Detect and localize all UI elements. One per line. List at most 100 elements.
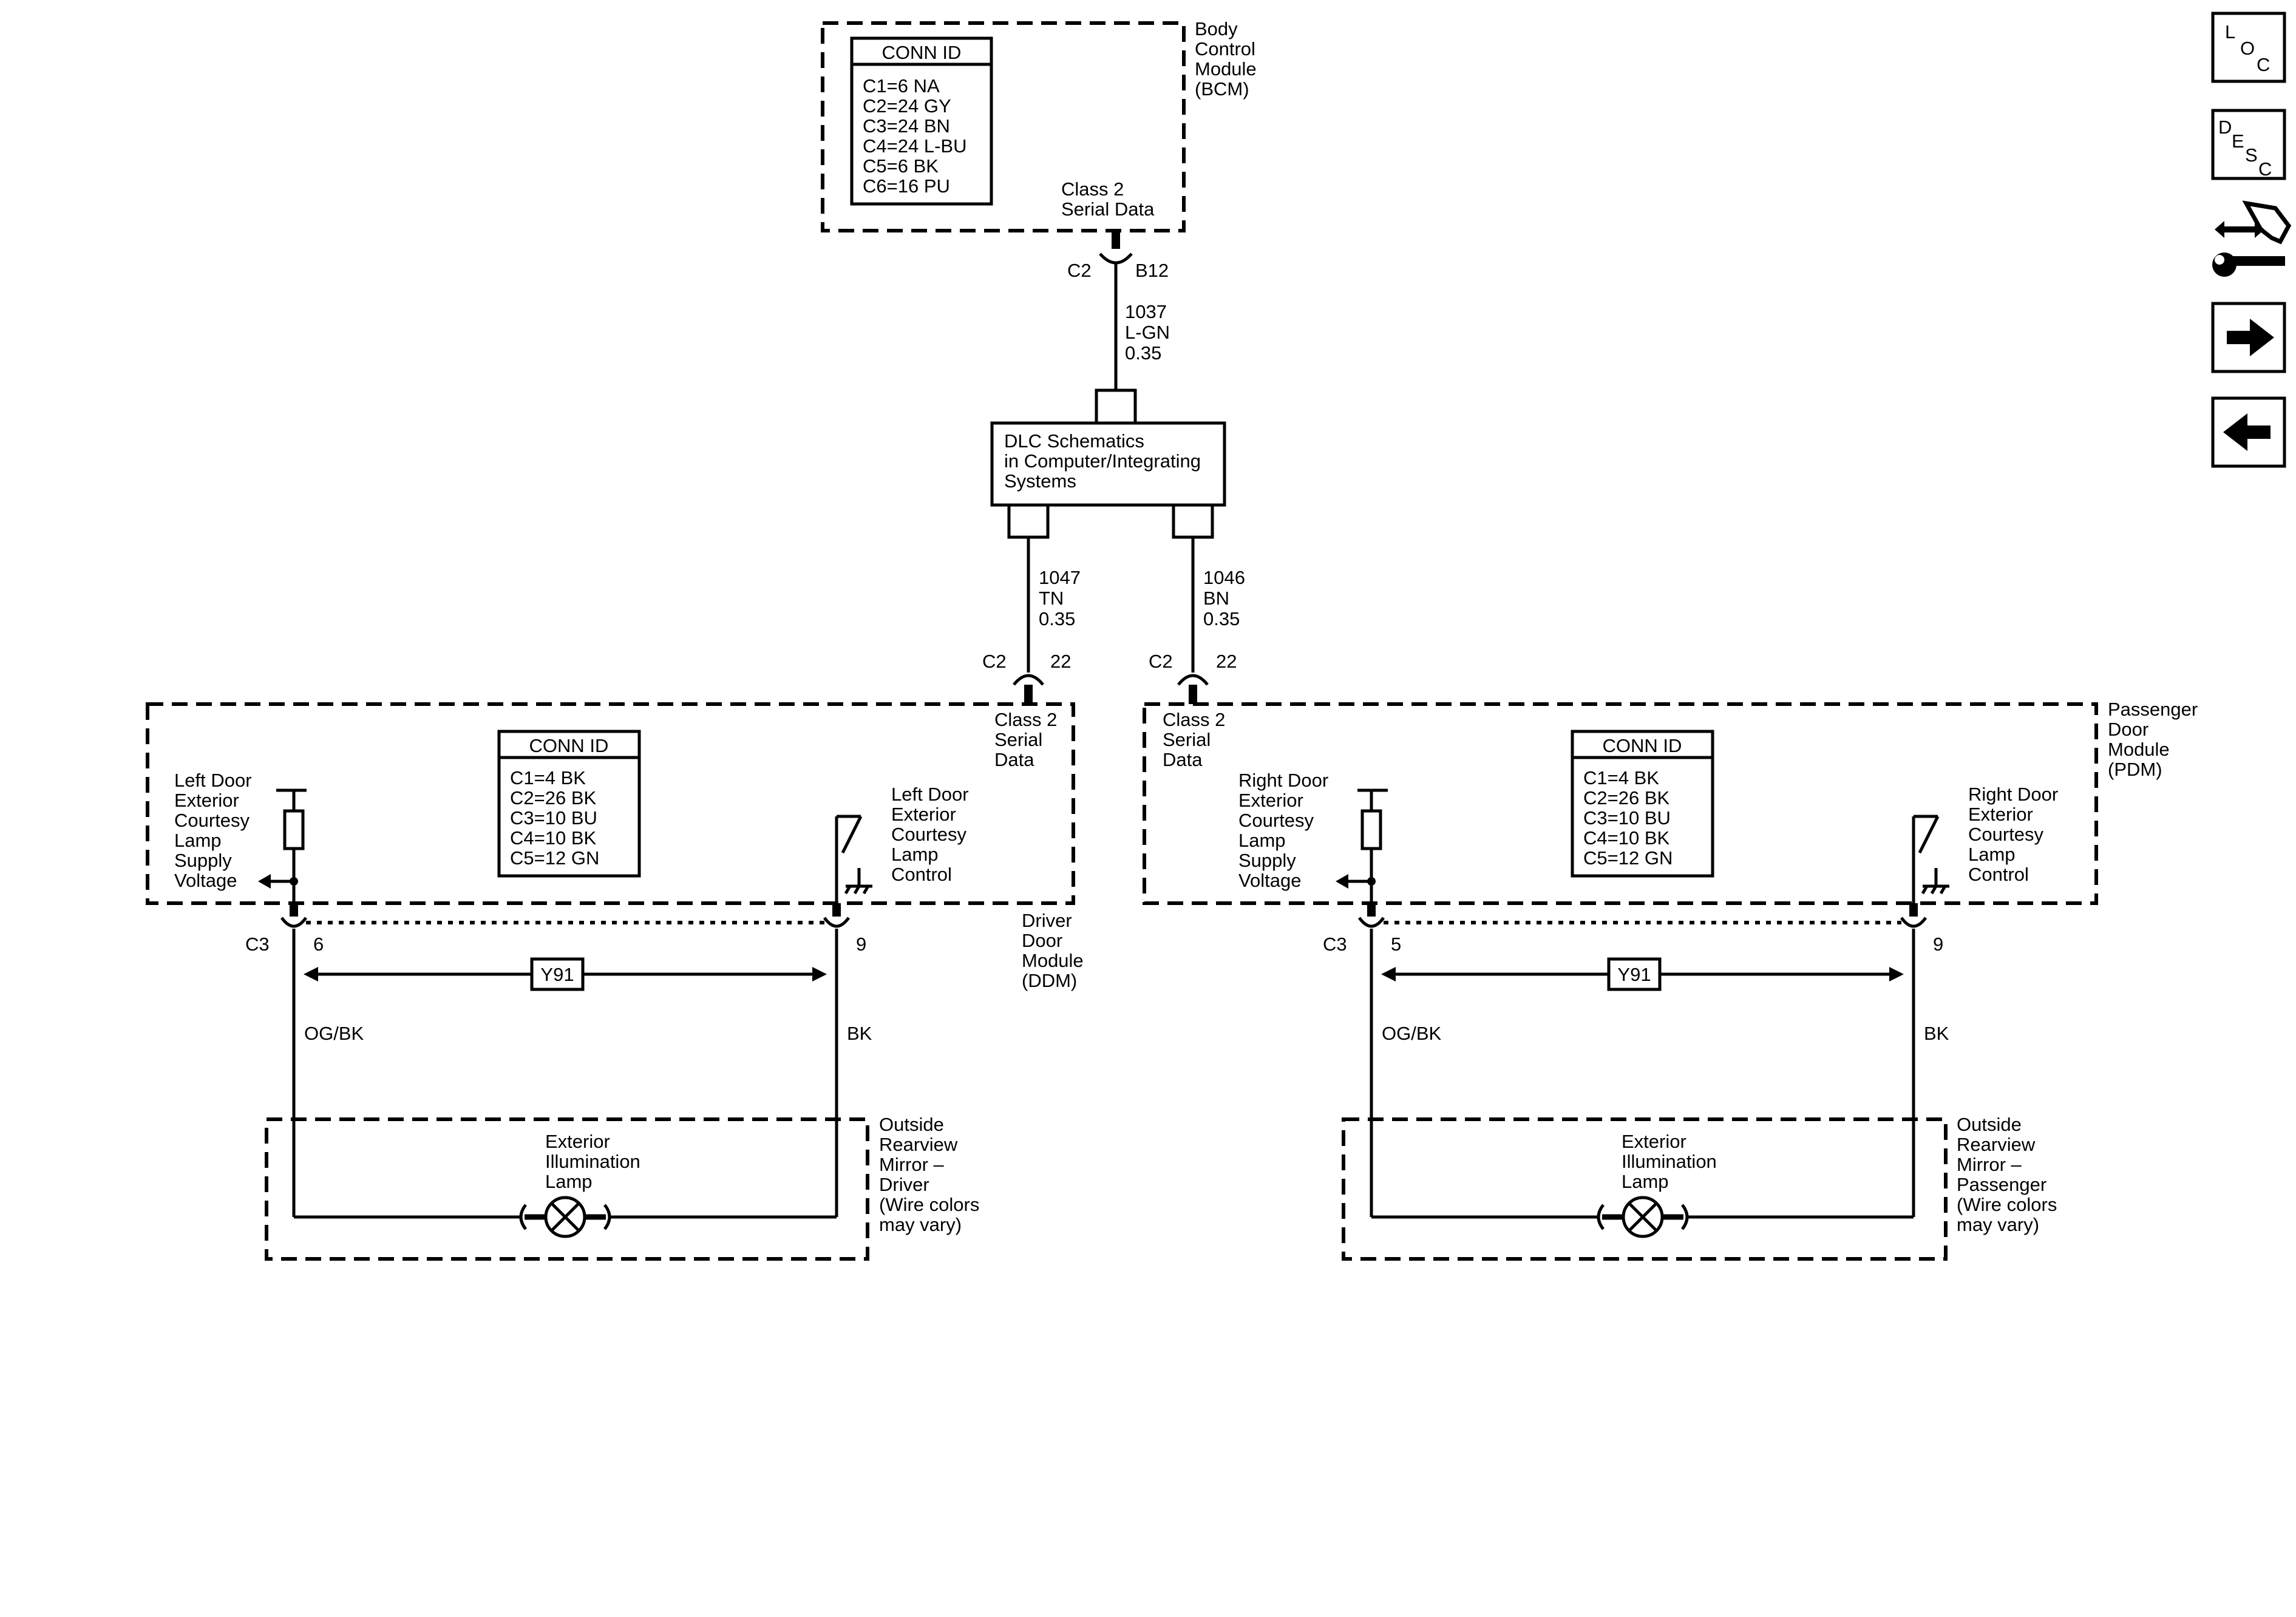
next-button[interactable]: [2211, 302, 2286, 373]
passenger-lamp-2: Illumination: [1622, 1151, 1717, 1172]
passenger-mirror-name-2: Rearview: [1957, 1134, 2036, 1155]
bcm-conn-id-4: C4=24 L-BU: [863, 135, 966, 157]
ddm-c3-socket-right: [823, 917, 851, 928]
ddm-name-1: Driver: [1022, 910, 1072, 931]
pdm-conn-id-2: C2=26 BK: [1583, 787, 1670, 808]
pdm-supply-1: Right Door: [1238, 770, 1328, 791]
ddm-name-3: Module: [1022, 950, 1084, 971]
dlc-line-3: Systems: [1004, 470, 1076, 492]
ddm-option-span: Y91: [304, 957, 827, 991]
mirror-driver: Exterior Illumination Lamp Outside Rearv…: [265, 1114, 979, 1261]
previous-button[interactable]: [2211, 396, 2286, 468]
pdm-signal-1: Class 2: [1163, 709, 1225, 730]
driver-mirror-name-4: Driver: [879, 1174, 929, 1195]
loc-letter-o: O: [2240, 38, 2255, 59]
passenger-lamp-icon: [1597, 1196, 1689, 1238]
ddm-supply-2: Exterior: [174, 790, 239, 811]
pdm-conn-id-1: C1=4 BK: [1583, 767, 1659, 788]
dlc-line-1: DLC Schematics: [1004, 430, 1144, 452]
dlc-line-2: in Computer/Integrating: [1004, 450, 1201, 472]
passenger-mirror-name-6: may vary): [1957, 1214, 2039, 1235]
passenger-mirror-name-1: Outside: [1957, 1114, 2022, 1135]
ddm-supply-1: Left Door: [174, 770, 252, 791]
pdm-conn-id-title: CONN ID: [1603, 735, 1682, 756]
wire-1047-number: 1047: [1039, 567, 1081, 588]
wire-1037-gauge: 0.35: [1125, 342, 1161, 364]
bcm-module: CONN ID C1=6 NA C2=24 GY C3=24 BN C4=24 …: [821, 18, 1257, 281]
pdm-signal-2: Serial: [1163, 729, 1211, 750]
passenger-lamp-3: Lamp: [1622, 1171, 1669, 1192]
ddm-signal-3: Data: [994, 749, 1034, 770]
desc-letter-d: D: [2218, 117, 2232, 138]
location-icon: L O C: [2225, 21, 2270, 75]
connector-tool-button[interactable]: [2212, 200, 2292, 277]
pdm-supply-5: Supply: [1238, 850, 1296, 871]
driver-lamp-2: Illumination: [545, 1151, 640, 1172]
wire-1037: 1037 L-GN 0.35: [1095, 262, 1170, 422]
ddm-wire-left: OG/BK: [304, 1023, 364, 1044]
wire-1047: 1047 TN 0.35: [1027, 537, 1081, 673]
wire-1037-color: L-GN: [1125, 322, 1170, 343]
driver-lamp-3: Lamp: [545, 1171, 593, 1192]
pdm-supply-2: Exterior: [1238, 790, 1303, 811]
driver-lamp-icon: [519, 1196, 611, 1238]
ddm-supply-resistor: [258, 788, 307, 915]
description-button[interactable]: D E S C: [2211, 109, 2286, 180]
bcm-name-2: Control: [1195, 38, 1255, 59]
wire-1046-gauge: 0.35: [1203, 608, 1240, 629]
pdm-control-4: Lamp: [1968, 844, 2016, 865]
pdm-pin-left: 5: [1391, 934, 1401, 955]
ddm-control-switch: [835, 815, 872, 915]
pdm-control-switch: [1912, 815, 1949, 915]
pdm-signal-3: Data: [1163, 749, 1203, 770]
driver-mirror-name-1: Outside: [879, 1114, 944, 1135]
desc-letter-e: E: [2232, 131, 2244, 152]
ddm-top-connector: C2: [982, 651, 1007, 672]
pdm-supply-3: Courtesy: [1238, 810, 1314, 831]
dlc-box: DLC Schematics in Computer/Integrating S…: [990, 421, 1226, 539]
ddm-wire-right: BK: [847, 1023, 872, 1044]
ddm-conn-id-5: C5=12 GN: [510, 847, 599, 869]
wire-1037-number: 1037: [1125, 301, 1167, 322]
ddm-name-2: Door: [1022, 930, 1062, 951]
bcm-name-4: (BCM): [1195, 78, 1249, 100]
ddm-module: C2 22 Class 2 Serial Data CONN ID C1=4 B…: [146, 651, 1084, 1217]
location-button[interactable]: L O C: [2211, 12, 2286, 83]
ddm-bottom-connector: C3: [245, 934, 270, 955]
pdm-top-socket: [1177, 674, 1209, 686]
ddm-c3-socket-left: [280, 917, 308, 928]
pdm-control-3: Courtesy: [1968, 824, 2044, 845]
pdm-c3-socket-right: [1900, 917, 1927, 928]
bcm-conn-id-1: C1=6 NA: [863, 75, 940, 97]
pdm-wire-right: BK: [1924, 1023, 1949, 1044]
pdm-name-1: Passenger: [2108, 699, 2198, 720]
loc-letter-l: L: [2225, 21, 2235, 42]
passenger-mirror-name-3: Mirror –: [1957, 1154, 2022, 1175]
ddm-option: Y91: [540, 964, 574, 985]
driver-mirror-name-3: Mirror –: [879, 1154, 945, 1175]
ddm-pin-right: 9: [856, 934, 866, 955]
driver-mirror-name-5: (Wire colors: [879, 1194, 979, 1215]
pdm-name-3: Module: [2108, 739, 2170, 760]
pdm-pin-right: 9: [1933, 934, 1943, 955]
pdm-conn-id-5: C5=12 GN: [1583, 847, 1673, 869]
wire-1046-color: BN: [1203, 588, 1229, 609]
bcm-connector: C2: [1067, 260, 1092, 281]
pdm-top-connector: C2: [1149, 651, 1173, 672]
previous-arrow-icon: [2223, 413, 2271, 451]
driver-lamp-1: Exterior: [545, 1131, 610, 1152]
bcm-name-1: Body: [1195, 18, 1238, 39]
pdm-conn-id-3: C3=10 BU: [1583, 807, 1671, 829]
pdm-option-span: Y91: [1381, 957, 1904, 991]
pdm-supply-resistor: [1336, 788, 1388, 915]
passenger-lamp-1: Exterior: [1622, 1131, 1686, 1152]
driver-mirror-name-2: Rearview: [879, 1134, 958, 1155]
ddm-control-2: Exterior: [891, 804, 956, 825]
ddm-control-3: Courtesy: [891, 824, 967, 845]
passenger-mirror-name-5: (Wire colors: [1957, 1194, 2057, 1215]
wire-1046-number: 1046: [1203, 567, 1245, 588]
bcm-signal-2: Serial Data: [1061, 198, 1155, 220]
ddm-conn-id-2: C2=26 BK: [510, 787, 597, 808]
wire-1046: 1046 BN 0.35: [1191, 537, 1245, 673]
